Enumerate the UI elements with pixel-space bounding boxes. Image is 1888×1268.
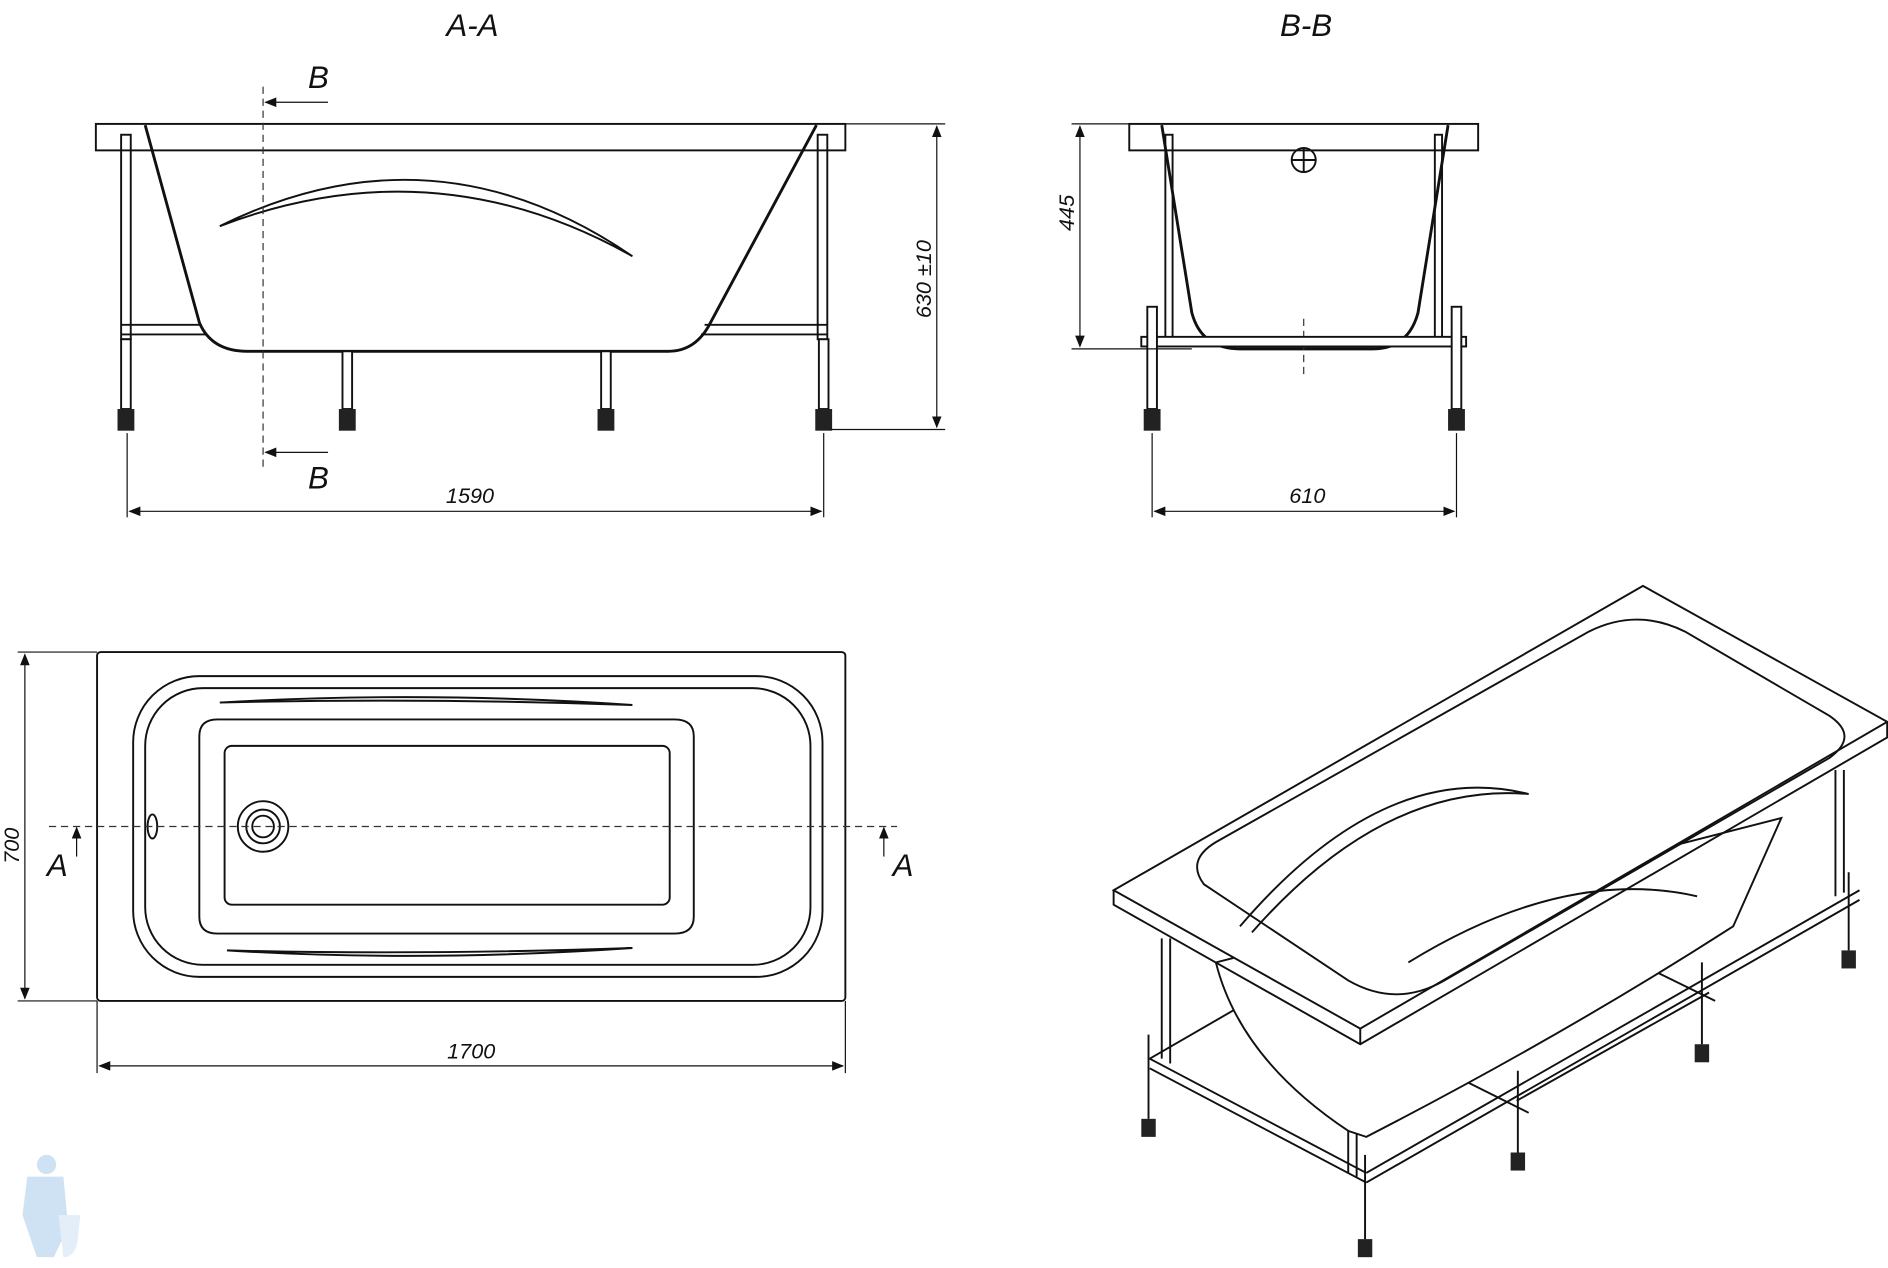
dim-leg-span-length: 1590 — [446, 483, 494, 508]
isometric-view — [1111, 584, 1888, 1258]
dim-total-height: 630 ±10 — [911, 240, 936, 318]
legs — [117, 338, 833, 431]
section-bb-title: B-B — [1280, 8, 1332, 43]
section-aa-title: A-A — [444, 8, 498, 43]
dim-length: 1700 — [447, 1039, 495, 1064]
cut-mark-b-top: B — [308, 60, 329, 95]
top-view: A A 700 1700 — [0, 651, 914, 1074]
plumber-logo — [22, 1154, 81, 1258]
cut-mark-a-left: A — [45, 848, 68, 883]
section-aa-view: A-A B B 1590 630 ±10 — [94, 8, 946, 518]
cut-mark-a-right: A — [891, 848, 914, 883]
dim-width: 700 — [0, 828, 24, 864]
dim-tub-depth: 445 — [1054, 194, 1079, 231]
cut-mark-b-bottom: B — [308, 460, 329, 495]
section-bb-view: B-B 445 610 — [1054, 8, 1480, 518]
dim-leg-span-width: 610 — [1289, 483, 1325, 508]
